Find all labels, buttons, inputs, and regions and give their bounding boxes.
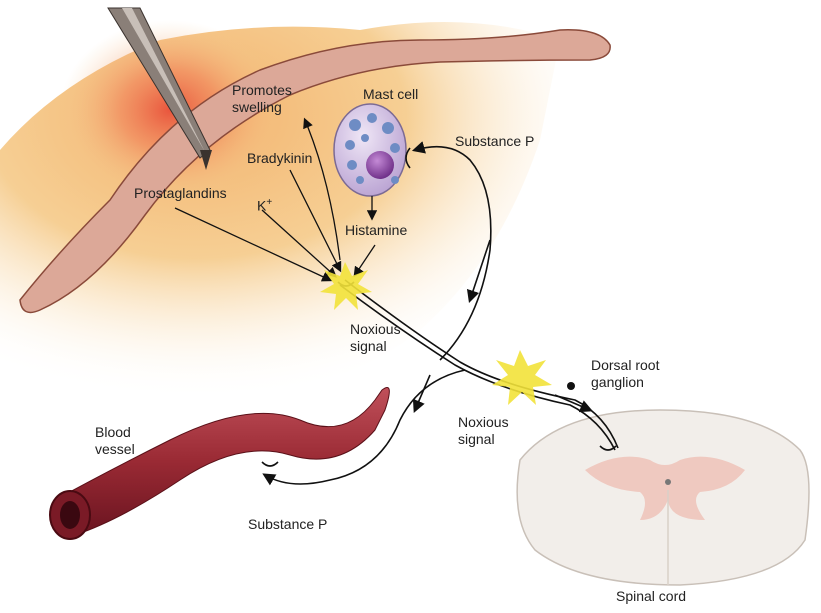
noxious-flash-2 [492, 350, 552, 405]
spinal-cord-label: Spinal cord [616, 588, 686, 605]
potassium-label: K+ [257, 194, 272, 215]
promotes-swelling-label: Promotes swelling [232, 82, 292, 116]
dorsal-root-ganglion-label: Dorsal root ganglion [591, 357, 659, 391]
blood-vessel-label: Blood vessel [95, 424, 135, 458]
histamine-label: Histamine [345, 222, 407, 239]
substance-p-bottom-label: Substance P [248, 516, 327, 533]
substance-p-top-label: Substance P [455, 133, 534, 150]
mast-cell-label: Mast cell [363, 86, 418, 103]
spinal-cord-graphic [517, 410, 809, 585]
noxious-signal-2-label: Noxious signal [458, 414, 509, 448]
blood-vessel-graphic [50, 388, 389, 540]
ganglion-dot [567, 382, 575, 390]
prostaglandins-label: Prostaglandins [134, 185, 227, 202]
noxious-signal-1-label: Noxious signal [350, 321, 401, 355]
bradykinin-label: Bradykinin [247, 150, 312, 167]
mast-cell-graphic [334, 104, 406, 196]
